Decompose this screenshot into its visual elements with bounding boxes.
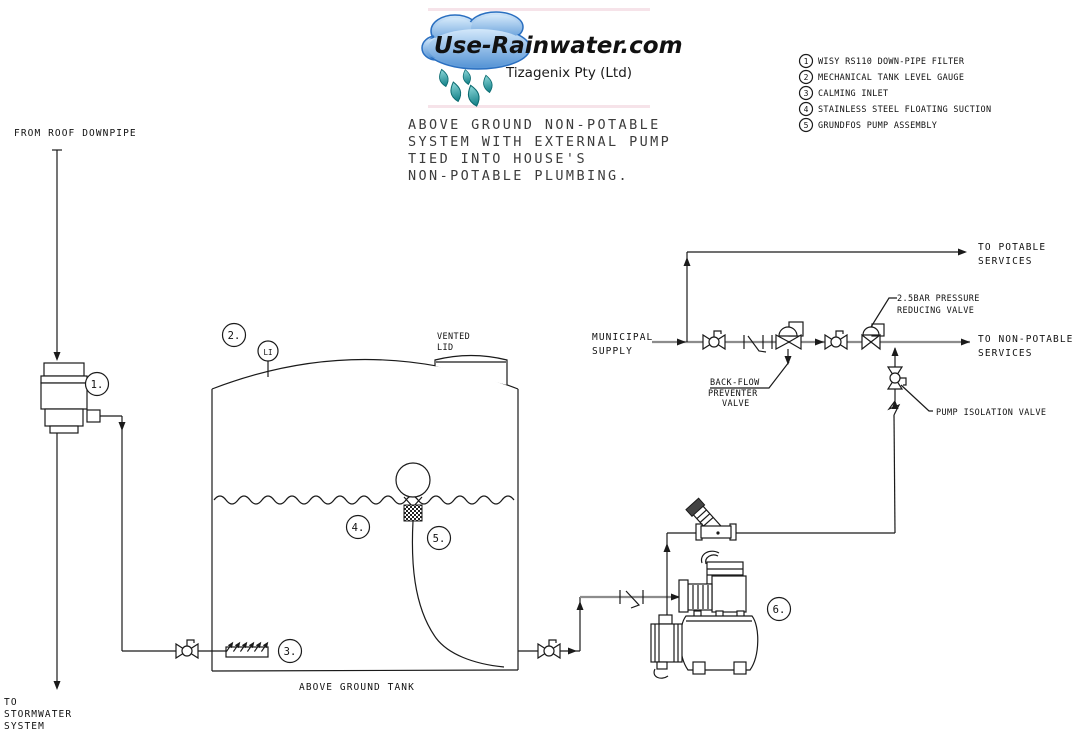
second-isolation-valve bbox=[824, 330, 848, 350]
label-to-stormwater-3: SYSTEM bbox=[4, 721, 45, 732]
label-backflow-3: VALVE bbox=[722, 399, 750, 409]
label-prv-2: REDUCING VALVE bbox=[897, 306, 974, 316]
callout-2: 2. bbox=[228, 330, 241, 342]
legend-label-4: STAINLESS STEEL FLOATING SUCTION bbox=[818, 105, 991, 115]
title-line-3: TIED INTO HOUSE'S bbox=[408, 151, 587, 167]
callout-4: 4. bbox=[352, 522, 365, 534]
pump-discharge-run: PUMP ISOLATION VALVE bbox=[667, 347, 1046, 541]
legend-label-5: GRUNDFOS PUMP ASSEMBLY bbox=[818, 121, 937, 131]
title-line-1: ABOVE GROUND NON-POTABLE bbox=[408, 117, 661, 133]
title-line-2: SYSTEM WITH EXTERNAL PUMP bbox=[408, 134, 671, 150]
pump-callout: 6. bbox=[766, 596, 792, 622]
tank-outlet-run bbox=[518, 590, 680, 659]
pressure-reducing-valve bbox=[861, 323, 885, 351]
legend-item: 3 CALMING INLET bbox=[798, 85, 888, 101]
label-level-indicator: LI bbox=[263, 348, 272, 357]
above-ground-tank: VENTED LID LI 2. 4. 5. bbox=[211, 322, 519, 693]
floating-suction bbox=[395, 462, 505, 668]
stormwater-run: TO STORMWATER SYSTEM bbox=[4, 433, 72, 732]
label-to-potable-2: SERVICES bbox=[978, 256, 1033, 267]
callout-1: 1. bbox=[91, 379, 104, 391]
label-vented-lid-2: LID bbox=[437, 343, 454, 353]
pump-assembly: 6. bbox=[650, 533, 792, 679]
legend-item: 1 WISY RS110 DOWN-PIPE FILTER bbox=[798, 53, 965, 69]
water-line bbox=[213, 495, 515, 505]
logo-border-bottom bbox=[428, 105, 650, 108]
title-block: ABOVE GROUND NON-POTABLE SYSTEM WITH EXT… bbox=[408, 117, 671, 184]
legend-num-2: 2 bbox=[804, 73, 809, 82]
pressure-switch bbox=[650, 614, 683, 679]
label-to-non-potable-2: SERVICES bbox=[978, 348, 1033, 359]
label-prv-1: 2.5BAR PRESSURE bbox=[897, 294, 980, 304]
callout-5: 5. bbox=[433, 533, 446, 545]
legend-item: 4 STAINLESS STEEL FLOATING SUCTION bbox=[798, 101, 991, 117]
tank-inlet-valve bbox=[175, 639, 199, 659]
pump-isolation-valve bbox=[887, 366, 907, 390]
legend: 1 WISY RS110 DOWN-PIPE FILTER 2 MECHANIC… bbox=[798, 53, 991, 133]
tank-level-gauge: LI bbox=[257, 340, 279, 377]
discharge-check-valve bbox=[685, 497, 737, 541]
tank-outlet-valve bbox=[537, 639, 561, 659]
label-to-stormwater-2: STORMWATER bbox=[4, 709, 72, 720]
legend-label-1: WISY RS110 DOWN-PIPE FILTER bbox=[818, 57, 965, 67]
legend-label-3: CALMING INLET bbox=[818, 89, 888, 99]
municipal-isolation-valve bbox=[702, 330, 726, 350]
calming-inlet: 3. bbox=[223, 638, 303, 664]
label-pump-isolation-valve: PUMP ISOLATION VALVE bbox=[936, 408, 1046, 418]
suction-check-valve bbox=[619, 590, 644, 609]
legend-num-1: 1 bbox=[804, 57, 809, 66]
pressure-tank bbox=[679, 610, 759, 675]
vented-lid: VENTED LID bbox=[434, 332, 508, 385]
site-name: Use-Rainwater.com bbox=[434, 33, 683, 59]
label-backflow-1: BACK-FLOW bbox=[710, 378, 760, 388]
title-line-4: NON-POTABLE PLUMBING. bbox=[408, 168, 629, 184]
downpipe-run: FROM ROOF DOWNPIPE bbox=[14, 128, 137, 361]
label-municipal-2: SUPPLY bbox=[592, 346, 633, 357]
label-from-roof-downpipe: FROM ROOF DOWNPIPE bbox=[14, 128, 137, 139]
label-municipal-1: MUNICIPAL bbox=[592, 332, 653, 343]
label-to-potable-1: TO POTABLE bbox=[978, 242, 1046, 253]
label-to-stormwater-1: TO bbox=[4, 697, 18, 708]
company-name: Tizagenix Pty (Ltd) bbox=[505, 65, 632, 81]
filter-callout: 1. bbox=[84, 371, 110, 397]
municipal-supply-run: MUNICIPAL SUPPLY TO POTABLE SERVICES BAC… bbox=[592, 242, 1073, 409]
rain-drops-icon bbox=[439, 68, 493, 107]
legend-num-4: 4 bbox=[804, 105, 809, 114]
legend-item: 2 MECHANICAL TANK LEVEL GAUGE bbox=[798, 69, 964, 85]
label-vented-lid-1: VENTED bbox=[437, 332, 470, 342]
legend-item: 5 GRUNDFOS PUMP ASSEMBLY bbox=[798, 117, 937, 133]
label-backflow-2: PREVENTER bbox=[708, 389, 758, 399]
logo-border-top bbox=[428, 8, 650, 11]
rain-cloud-icon bbox=[421, 11, 531, 70]
filter-to-tank-run bbox=[100, 415, 226, 659]
callout-3: 3. bbox=[284, 646, 297, 658]
label-above-ground-tank: ABOVE GROUND TANK bbox=[299, 682, 415, 693]
gauge-callout: 2. bbox=[221, 322, 247, 348]
legend-num-5: 5 bbox=[804, 121, 809, 130]
legend-num-3: 3 bbox=[804, 89, 809, 98]
downpipe-filter bbox=[40, 362, 101, 434]
backflow-preventer-valve bbox=[771, 321, 804, 365]
callout-6: 6. bbox=[773, 604, 786, 616]
label-to-non-potable-1: TO NON-POTABLE bbox=[978, 334, 1073, 345]
municipal-check-valve bbox=[743, 335, 767, 353]
logo: Use-Rainwater.com Tizagenix Pty (Ltd) bbox=[421, 8, 683, 108]
suction-callouts: 4. 5. bbox=[345, 514, 452, 551]
legend-label-2: MECHANICAL TANK LEVEL GAUGE bbox=[818, 73, 964, 83]
